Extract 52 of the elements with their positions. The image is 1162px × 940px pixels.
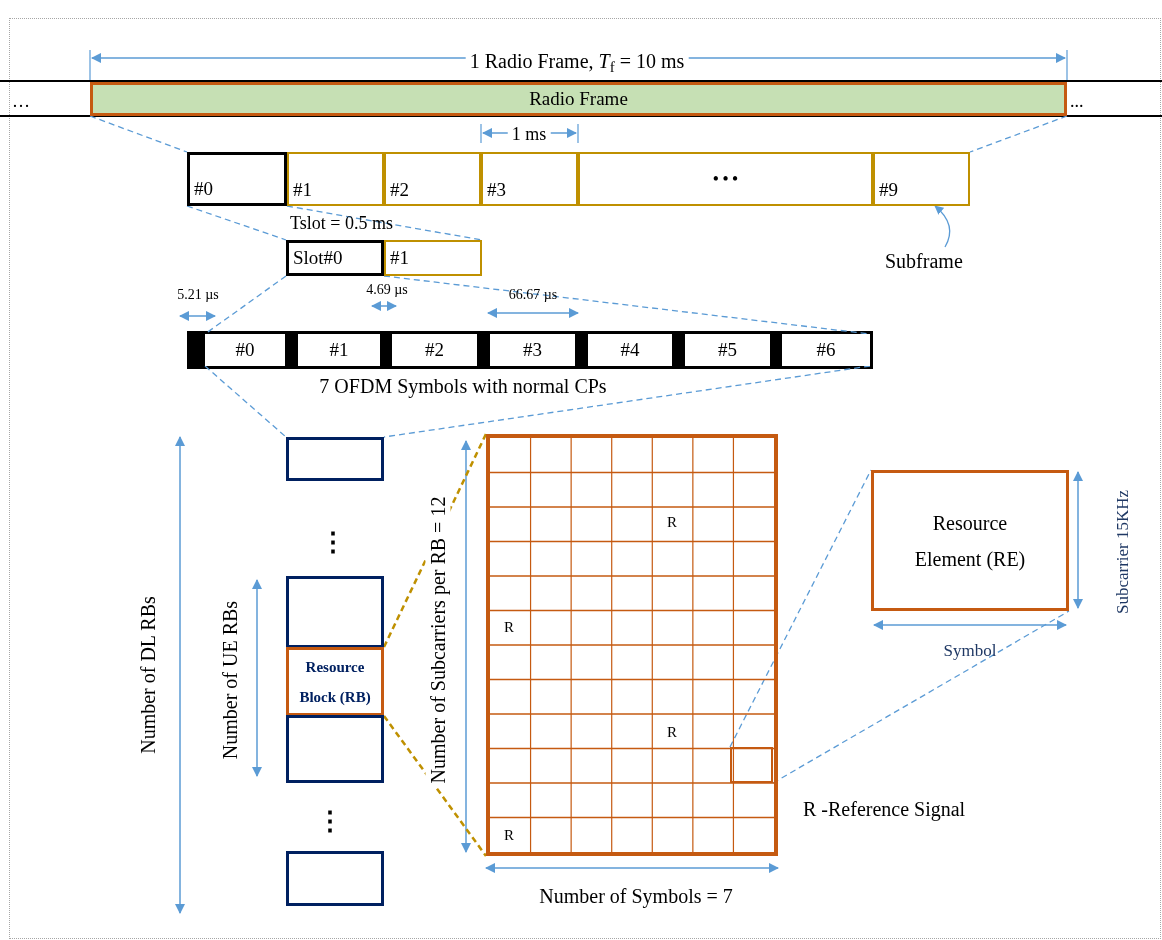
ofdm-symbol-cell: #6 [782,334,870,366]
projection-line [89,115,188,153]
projection-line [729,469,872,748]
radio-frame-bar: Radio Frame [90,82,1067,116]
annotation-text: Tslot = 0.5 ms [290,212,393,235]
annotation-text: Number of Symbols = 7 [539,883,733,909]
reference-signal-mark: R [667,512,677,532]
slot-cell: Slot#0 [286,240,384,276]
resource-block-box [286,437,384,481]
subframe-cell: #9 [873,152,970,206]
subframe-label: Subframe [885,247,1005,275]
resource-block-box [286,851,384,906]
ellipsis: … [12,90,30,113]
annotation-text: 66.67 µs [508,286,558,304]
reference-signal-mark: R [667,722,677,742]
projection-line [383,365,871,438]
annotation-text: 4.69 µs [366,281,408,299]
ellipsis: ... [1070,90,1084,113]
annotation-text: 7 OFDM Symbols with normal CPs [319,373,607,399]
annotation-text: 5.21 µs [177,286,219,304]
resource-element-cell [730,747,773,783]
resource-block-box [286,715,384,783]
resource-element-box: Resource Element (RE) [871,470,1069,611]
projection-line [969,115,1068,153]
projection-line [204,365,287,438]
ofdm-symbol-cell: #2 [392,334,477,366]
subframe-cell: • • • [578,152,873,206]
resource-block-box: Resource Block (RB) [286,647,384,716]
projection-line [186,205,287,241]
leader-arrow [934,205,951,248]
vertical-ellipsis: ⋮ [317,805,343,838]
subframe-cell: #0 [187,152,287,206]
vertical-ellipsis: ⋮ [320,526,346,559]
reference-signal-mark: R [504,617,514,637]
ofdm-symbol-cell: #0 [205,334,285,366]
slot-cell: #1 [384,240,482,276]
annotation-text: R -Reference Signal [803,797,966,822]
resource-block-box [286,576,384,648]
subframe-cell: #3 [481,152,578,206]
annotation-text: Number of UE RBs [217,600,242,760]
ofdm-symbol-cell: #3 [490,334,575,366]
ofdm-symbol-cell: #4 [588,334,672,366]
ofdm-symbol-cell: #5 [685,334,770,366]
projection-line [286,205,483,241]
subframe-cell: #2 [384,152,481,206]
annotation-text: Subcarrier 15KHz [1112,489,1134,615]
projection-line [383,715,487,857]
annotation-text: Symbol [943,640,997,662]
reference-signal-mark: R [504,825,514,845]
ofdm-symbol-cell: #1 [298,334,380,366]
annotation-text: Number of DL RBs [135,596,160,754]
subframe-cell: #1 [287,152,384,206]
